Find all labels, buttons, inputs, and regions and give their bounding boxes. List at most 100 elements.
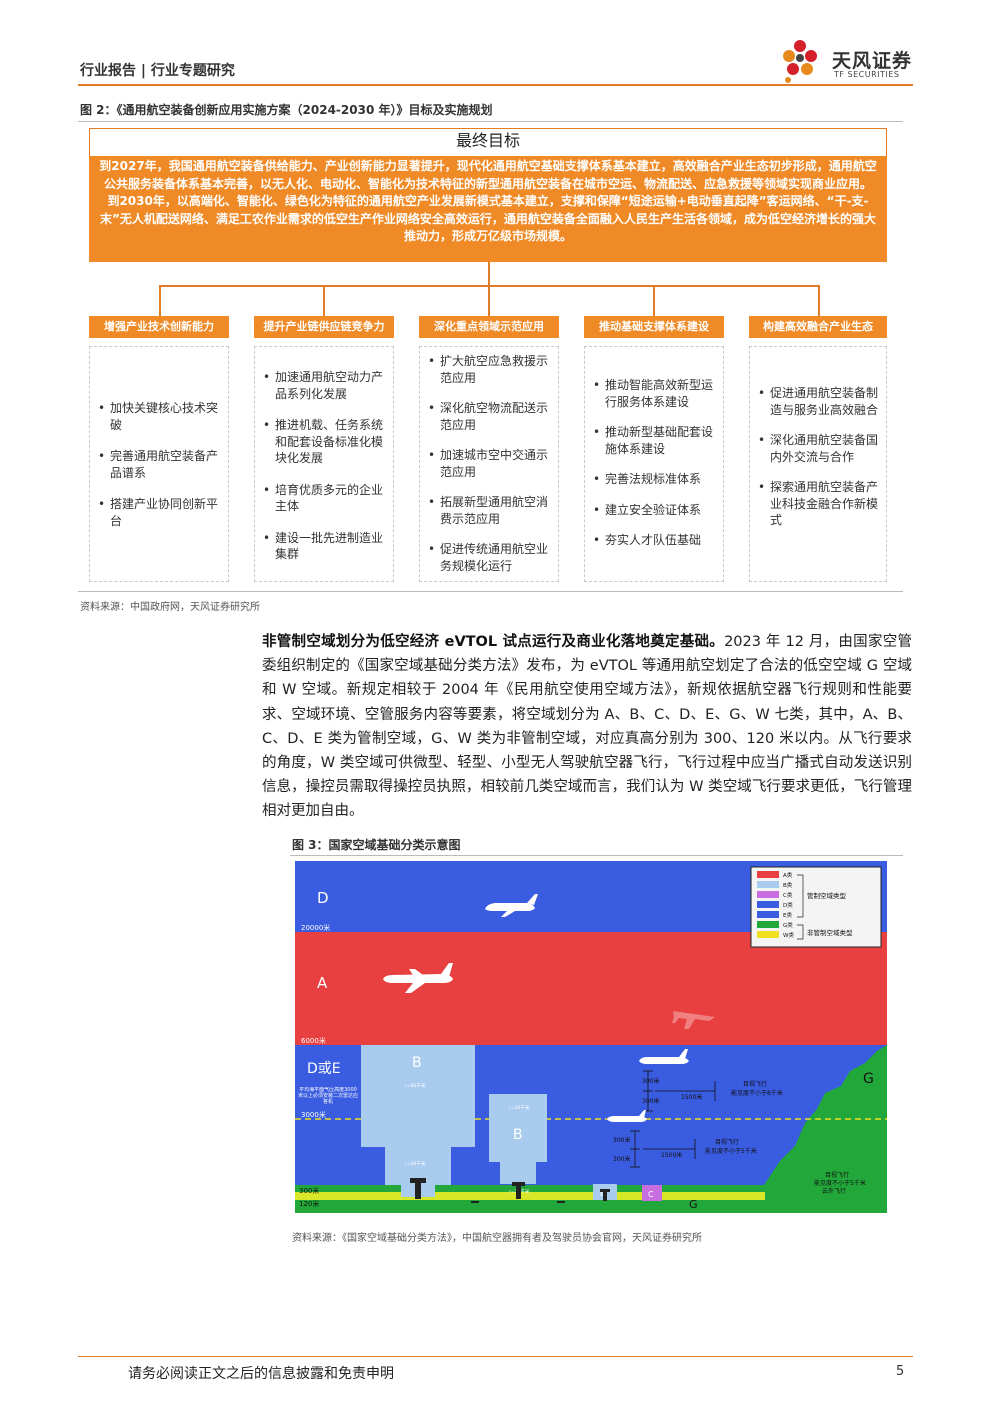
airspace-w-band: [295, 1192, 765, 1200]
legend-swatch: [757, 871, 779, 878]
legend-bracket-uncontrolled: [797, 924, 804, 940]
separation-diagram-2: [630, 1130, 696, 1168]
airliner-small-icon: [639, 1049, 689, 1064]
figure-3-rule: [290, 855, 903, 856]
list-item: 夯实人才队伍基础: [585, 532, 723, 549]
list-item: 搭建产业协同创新平台: [90, 496, 228, 529]
label-left-note: 平均海平面气压高度3000米以上必须安装二次雷达应答机: [298, 1087, 358, 1105]
list-item: 推动智能高效新型运行服务体系建设: [585, 377, 723, 410]
legend-swatch: [757, 911, 779, 918]
airspace-b2-block-mid: [500, 1162, 536, 1184]
logo-flower-icon: [783, 40, 817, 83]
figure-3-title: 图 3：国家空域基础分类示意图: [292, 838, 461, 852]
business-jet-icon: [485, 894, 538, 917]
label-v300d: 300米: [613, 1155, 630, 1163]
list-item: 促进通用航空装备制造与服务业高效融合: [750, 385, 886, 418]
list-item: 建设一批先进制造业集群: [255, 530, 393, 563]
drone-icon: [471, 1201, 565, 1203]
legend-item-label: W类: [783, 931, 794, 939]
airliner-lower-icon: [607, 1110, 647, 1122]
body-paragraph: 非管制空域划分为低空经济 eVTOL 试点运行及商业化落地奠定基础。2023 年…: [262, 630, 912, 824]
label-g: G: [863, 1071, 874, 1087]
category-demonstration: 深化重点领域示范应用: [419, 316, 559, 338]
legend-swatch: [757, 881, 779, 888]
list-item: 促进传统通用航空业务规模化运行: [420, 541, 558, 574]
paragraph-body: 2023 年 12 月，由国家空管委组织制定的《国家空域基础分类方法》发布，为 …: [262, 634, 913, 820]
connector-trunk: [488, 262, 490, 286]
category-infrastructure: 推动基础支撑体系建设: [584, 316, 724, 338]
label-de: D或E: [307, 1061, 341, 1077]
label-vis-a2: 能见度不小于8千米: [731, 1089, 783, 1097]
list-item: 扩大航空应急救援示范应用: [420, 353, 558, 386]
figure-2-source: 资料来源：中国政府网，天风证券研究所: [80, 602, 260, 613]
fighter-jet-icon: [672, 1011, 715, 1029]
logo-subtitle: TF SECURITIES: [834, 70, 900, 79]
list-item: 推进机载、任务系统和配套设备标准化模块化发展: [255, 417, 393, 467]
list-item: 培育优质多元的企业主体: [255, 482, 393, 515]
list-item: 加速通用航空动力产品系列化发展: [255, 369, 393, 402]
label-r30: r=30千米: [509, 1104, 530, 1111]
label-20000: 20000米: [301, 923, 330, 932]
column-4: 推动智能高效新型运行服务体系建设 推动新型基础配套设施体系建设 完善法规标准体系…: [584, 346, 724, 582]
label-vis-b2: 能见度不小于5千米: [705, 1147, 757, 1155]
header-title: 行业报告 | 行业专题研究: [80, 63, 235, 79]
category-tech-innovation: 增强产业技术创新能力: [89, 316, 229, 338]
header-divider: [78, 84, 913, 86]
paragraph-lead: 非管制空域划分为低空经济 eVTOL 试点运行及商业化落地奠定基础。: [262, 634, 725, 650]
label-r60: r=60千米: [405, 1082, 426, 1089]
legend-controlled-label: 管制空域类型: [807, 891, 847, 900]
figure-2-rule: [78, 121, 903, 122]
list-item: 加速城市空中交通示范应用: [420, 447, 558, 480]
label-vis-g2: 能见度不小于5千米: [814, 1179, 866, 1187]
label-v300c: 300米: [613, 1136, 630, 1144]
list-item: 深化航空物流配送示范应用: [420, 400, 558, 433]
airliner-icon: [383, 963, 453, 993]
company-logo: [783, 40, 817, 83]
list-item: 深化通用航空装备国内外交流与合作: [750, 432, 886, 465]
label-300: 300米: [299, 1186, 319, 1195]
connector-1: [159, 285, 161, 316]
category-ecosystem: 构建高效融合产业生态: [749, 316, 887, 338]
connector-3: [488, 285, 490, 316]
list-item: 推动新型基础配套设施体系建设: [585, 424, 723, 457]
label-b1: B: [412, 1055, 422, 1071]
legend-swatch: [757, 921, 779, 928]
legend-item-label: A类: [783, 871, 793, 879]
legend-item-label: G类: [783, 921, 793, 929]
label-b3: B: [600, 1189, 606, 1198]
label-v300b: 300米: [642, 1097, 659, 1105]
figure-2-bottom-rule: [78, 591, 903, 592]
label-v1500a: 1500米: [681, 1093, 702, 1101]
list-item: 探索通用航空装备产业科技金融合作新模式: [750, 479, 886, 529]
airspace-g-terrain: [760, 1045, 887, 1213]
label-v300a: 300米: [642, 1077, 659, 1085]
list-item: 完善法规标准体系: [585, 471, 723, 488]
connector-5: [818, 285, 820, 316]
label-g2: G: [689, 1198, 698, 1211]
legend-swatch: [757, 931, 779, 938]
airspace-a-layer: [295, 932, 887, 1045]
legend-item-label: C类: [783, 891, 793, 899]
connector-2: [323, 285, 325, 316]
label-3000: 3000米: [301, 1110, 326, 1119]
label-b2: B: [513, 1127, 523, 1143]
label-6000: 6000米: [301, 1036, 326, 1045]
figure-2-title: 图 2：《通用航空装备创新应用实施方案（2024-2030 年）》目标及实施规划: [80, 103, 493, 117]
control-tower-icon-2: [512, 1182, 525, 1199]
logo-name: 天风证券: [832, 50, 913, 72]
label-vis-g3: 云外飞行: [822, 1187, 846, 1195]
list-item: 完善通用航空装备产品谱系: [90, 448, 228, 481]
list-item: 拓展新型通用航空消费示范应用: [420, 494, 558, 527]
control-tower-icon-3: [600, 1189, 610, 1201]
footer-divider: [78, 1356, 913, 1357]
goal-2027: 到2027年，我国通用航空装备供给能力、产业创新能力显著提升，现代化通用航空基础…: [99, 159, 877, 191]
control-tower-icon: [410, 1178, 426, 1199]
separation-diagram-1: [643, 1070, 716, 1112]
legend-uncontrolled-label: 非管制空域类型: [807, 928, 853, 937]
list-item: 建立安全验证体系: [585, 502, 723, 519]
legend-item-label: E类: [783, 911, 792, 919]
category-supply-chain: 提升产业链供应链竞争力: [254, 316, 394, 338]
airspace-b-block-top: [361, 1045, 475, 1147]
